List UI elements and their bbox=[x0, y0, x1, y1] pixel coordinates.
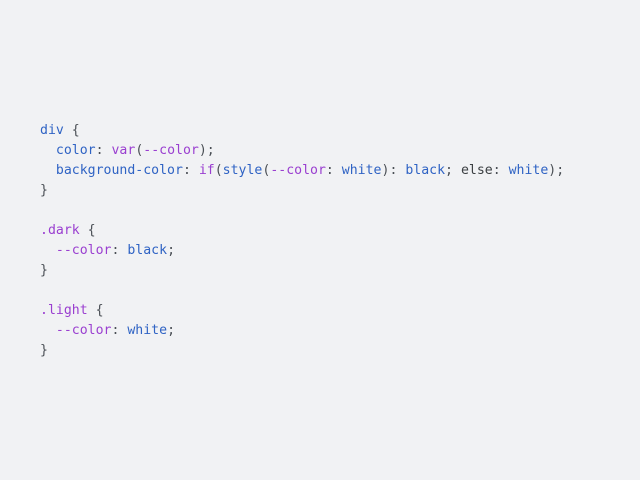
code-line-blank bbox=[40, 281, 564, 301]
paren: ) bbox=[381, 163, 390, 178]
colon: : bbox=[95, 143, 112, 158]
custom-property: --color bbox=[55, 323, 112, 338]
close-brace: } bbox=[40, 343, 48, 358]
indent bbox=[40, 143, 56, 158]
function-if: if bbox=[198, 163, 215, 178]
paren: ( bbox=[135, 143, 144, 158]
close-brace: } bbox=[40, 263, 48, 278]
value-black: black bbox=[127, 243, 168, 258]
code-line-background-decl: background-color: if(style(--color: whit… bbox=[40, 161, 564, 181]
semicolon: ; bbox=[167, 323, 176, 338]
colon: : bbox=[492, 163, 509, 178]
indent bbox=[40, 243, 56, 258]
custom-property: --color bbox=[55, 243, 112, 258]
property-color: color bbox=[55, 143, 96, 158]
value-black: black bbox=[405, 163, 446, 178]
open-brace: { bbox=[79, 223, 96, 238]
semicolon: ; bbox=[556, 163, 565, 178]
code-line-close-brace: } bbox=[40, 261, 564, 281]
semicolon: ; bbox=[206, 143, 215, 158]
semicolon: ; bbox=[445, 163, 461, 178]
function-var: var bbox=[111, 143, 136, 158]
custom-property-ref: --color bbox=[143, 143, 199, 158]
semicolon: ; bbox=[167, 243, 176, 258]
keyword-else: else bbox=[460, 163, 493, 178]
colon: : bbox=[389, 163, 406, 178]
paren: ) bbox=[548, 163, 557, 178]
indent bbox=[40, 163, 56, 178]
css-code-block: div { color: var(--color); background-co… bbox=[40, 121, 564, 361]
custom-property-ref: --color bbox=[270, 163, 326, 178]
selector-div: div bbox=[40, 123, 64, 138]
paren: ) bbox=[198, 143, 207, 158]
code-line-dark-decl: --color: black; bbox=[40, 241, 564, 261]
close-brace: } bbox=[40, 183, 48, 198]
paren: ( bbox=[262, 163, 271, 178]
open-brace: { bbox=[87, 303, 104, 318]
colon: : bbox=[111, 243, 128, 258]
code-line-light-selector: .light { bbox=[40, 301, 564, 321]
colon: : bbox=[325, 163, 342, 178]
value-white: white bbox=[341, 163, 382, 178]
code-line-close-brace: } bbox=[40, 181, 564, 201]
colon: : bbox=[111, 323, 128, 338]
indent bbox=[40, 323, 56, 338]
code-line-div-selector: div { bbox=[40, 121, 564, 141]
open-brace: { bbox=[63, 123, 80, 138]
code-line-blank bbox=[40, 201, 564, 221]
code-line-light-decl: --color: white; bbox=[40, 321, 564, 341]
selector-dark: .dark bbox=[40, 223, 80, 238]
code-line-dark-selector: .dark { bbox=[40, 221, 564, 241]
colon: : bbox=[182, 163, 199, 178]
code-line-close-brace: } bbox=[40, 341, 564, 361]
value-white: white bbox=[127, 323, 168, 338]
value-white: white bbox=[508, 163, 549, 178]
property-background-color: background-color bbox=[55, 163, 183, 178]
code-line-color-decl: color: var(--color); bbox=[40, 141, 564, 161]
function-style: style bbox=[222, 163, 263, 178]
selector-light: .light bbox=[40, 303, 88, 318]
paren: ( bbox=[214, 163, 223, 178]
